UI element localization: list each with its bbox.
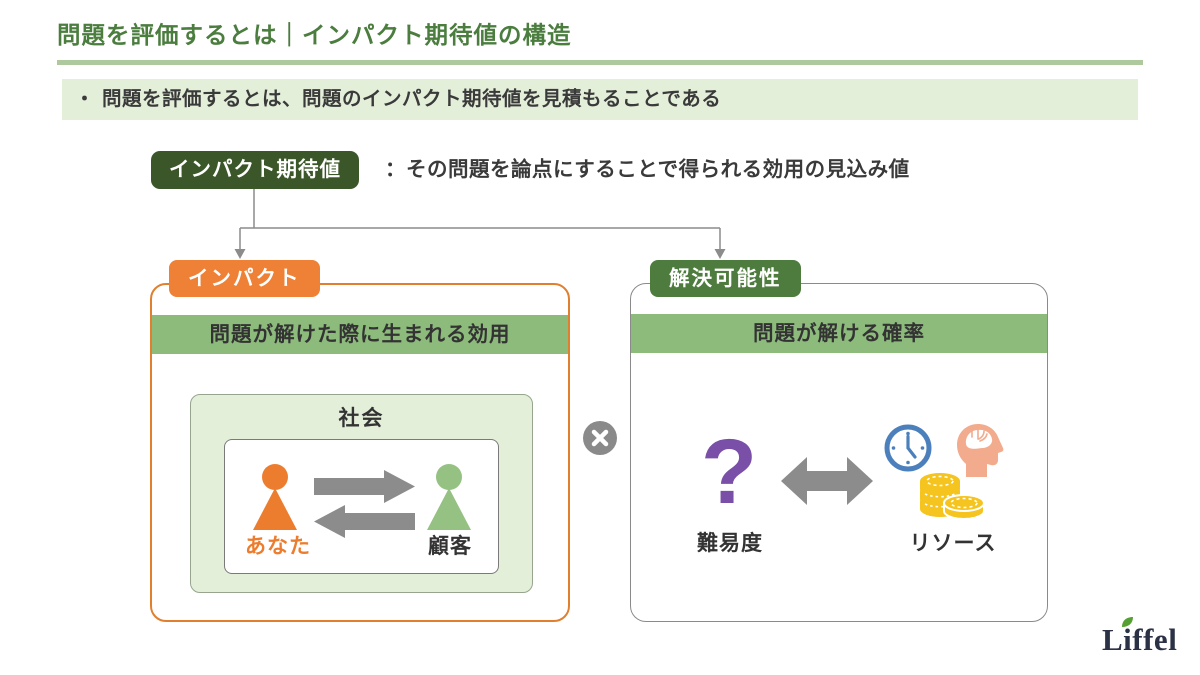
slide-title: 問題を評価するとは｜インパクト期待値の構造 [57, 22, 572, 48]
customer-person-icon [427, 464, 471, 530]
society-container: 社会 あなた 顧客 [190, 394, 533, 593]
arrowhead-left [234, 249, 246, 259]
clock-icon [884, 424, 932, 472]
coins-icon [920, 473, 985, 520]
multiply-operator: × [583, 421, 617, 455]
impact-expected-value-description: ：その問題を論点にすることで得られる効用の見込み値 [385, 158, 910, 181]
key-message-bar: ・問題を評価するとは、問題のインパクト期待値を見積もることである [62, 79, 1138, 120]
solvability-panel-header: 問題が解ける確率 [631, 314, 1047, 353]
brain-head-icon [957, 424, 1004, 477]
impact-panel-header: 問題が解けた際に生まれる効用 [152, 315, 568, 354]
bullet-marker: ・ [75, 89, 95, 110]
society-label: 社会 [338, 407, 385, 430]
exchange-arrows-icon [314, 470, 415, 538]
difficulty-label: 難易度 [697, 532, 763, 555]
key-message-text: 問題を評価するとは、問題のインパクト期待値を見積もることである [102, 88, 722, 110]
impact-badge: インパクト [169, 260, 320, 297]
liffel-logo-text: Liffel [1102, 622, 1178, 657]
you-label: あなた [245, 535, 311, 558]
value-exchange-box: あなた 顧客 [224, 439, 499, 574]
difficulty-question-mark: ? [700, 421, 758, 523]
arrowhead-right [714, 249, 726, 259]
tradeoff-double-arrow-icon [781, 457, 873, 505]
title-divider [57, 60, 1143, 65]
leaf-icon [1122, 617, 1133, 627]
multiply-icon [583, 421, 617, 455]
liffel-logo: Liffel [1102, 617, 1178, 658]
impact-expected-value-badge: インパクト期待値 [151, 151, 359, 189]
you-person-icon [253, 464, 297, 530]
multiply-symbol: × [617, 421, 618, 422]
customer-label: 顧客 [428, 535, 472, 558]
solvability-badge: 解決可能性 [650, 260, 801, 297]
resources-label: リソース [909, 532, 997, 555]
